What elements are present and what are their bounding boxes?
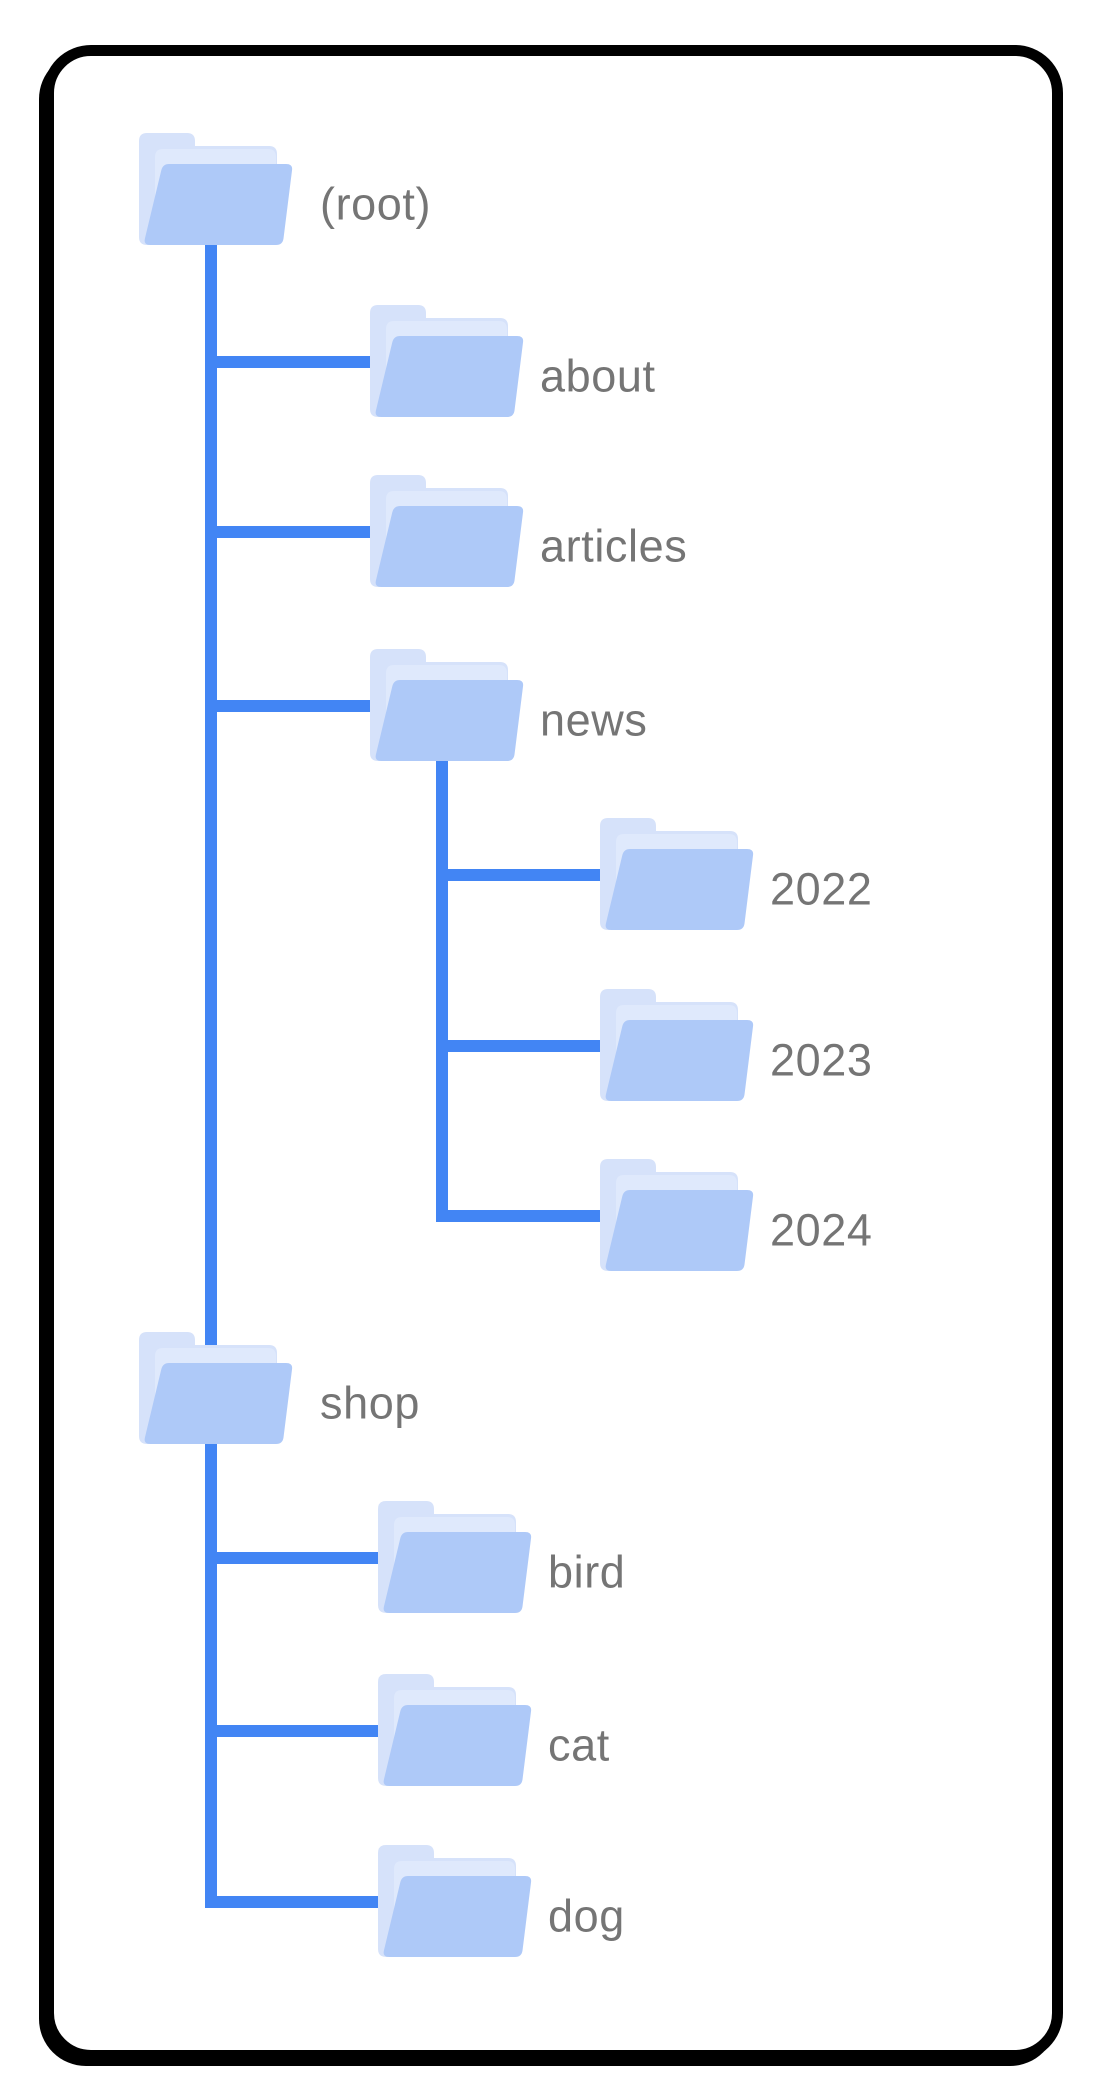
folder-label-2023: 2023 bbox=[770, 1034, 873, 1086]
folder-label-dog: dog bbox=[548, 1890, 625, 1942]
folder-label-cat: cat bbox=[548, 1719, 610, 1771]
connector-branch-about bbox=[211, 356, 370, 368]
folder-icon-2024 bbox=[600, 1159, 755, 1271]
folder-label-about: about bbox=[540, 350, 656, 402]
connector-branch-bird bbox=[211, 1552, 378, 1564]
folder-icon-2022 bbox=[600, 818, 755, 930]
folder-icon-bird bbox=[378, 1501, 533, 1613]
folder-label-news: news bbox=[540, 694, 648, 746]
connector-branch-dog bbox=[211, 1896, 378, 1908]
folder-icon-dog bbox=[378, 1845, 533, 1957]
connector-trunk-root bbox=[205, 245, 217, 1908]
folder-label-root: (root) bbox=[320, 178, 432, 230]
folder-label-shop: shop bbox=[320, 1377, 420, 1429]
connector-trunk-news bbox=[436, 759, 448, 1222]
connector-branch-news bbox=[211, 700, 370, 712]
folder-icon-shop bbox=[139, 1332, 294, 1444]
folder-icon-about bbox=[370, 305, 525, 417]
folder-icon-articles bbox=[370, 475, 525, 587]
folder-label-2024: 2024 bbox=[770, 1204, 873, 1256]
folder-label-2022: 2022 bbox=[770, 863, 873, 915]
connector-branch-cat bbox=[211, 1725, 378, 1737]
folder-icon-2023 bbox=[600, 989, 755, 1101]
folder-label-bird: bird bbox=[548, 1546, 626, 1598]
folder-icon-cat bbox=[378, 1674, 533, 1786]
connector-branch-2024 bbox=[442, 1210, 600, 1222]
folder-icon-root bbox=[139, 133, 294, 245]
folder-label-articles: articles bbox=[540, 520, 688, 572]
connector-branch-articles bbox=[211, 526, 370, 538]
folder-icon-news bbox=[370, 649, 525, 761]
connector-branch-2022 bbox=[442, 869, 600, 881]
connector-branch-2023 bbox=[442, 1040, 600, 1052]
